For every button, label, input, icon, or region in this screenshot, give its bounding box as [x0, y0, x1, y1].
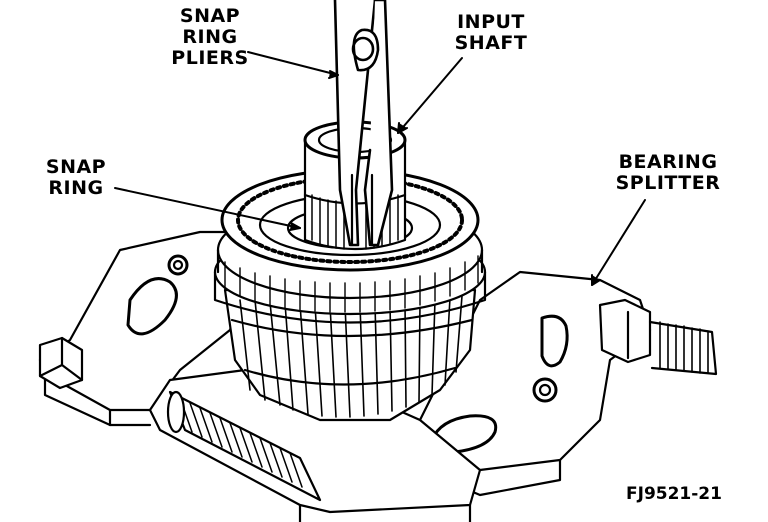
leader-lines: [114, 51, 646, 286]
label-line: SPLITTER: [615, 172, 721, 194]
label-line: RING: [48, 177, 104, 199]
pliers-leader: [247, 51, 339, 76]
bearing-splitter: [38, 230, 718, 522]
gear-cluster: [223, 288, 477, 422]
label-snap-ring: SNAP RING: [40, 157, 112, 199]
bearing-splitter-leader: [591, 199, 646, 286]
snap-ring-leader: [114, 187, 301, 229]
label-line: BEARING: [618, 151, 718, 173]
label-line: SNAP: [179, 5, 241, 27]
label-line: INPUT: [457, 11, 525, 33]
label-bearing-splitter: BEARING SPLITTER: [612, 152, 724, 194]
label-input-shaft: INPUT SHAFT: [452, 12, 530, 54]
snap-ring-pliers: [333, 0, 394, 247]
label-line: PLIERS: [171, 47, 249, 69]
label-snap-ring-pliers: SNAP RING PLIERS: [168, 6, 252, 69]
label-line: SNAP: [45, 156, 107, 178]
label-line: SHAFT: [454, 32, 528, 54]
label-line: RING: [182, 26, 238, 48]
input-shaft-leader: [397, 57, 463, 134]
figure-id: FJ9521-21: [626, 484, 722, 504]
